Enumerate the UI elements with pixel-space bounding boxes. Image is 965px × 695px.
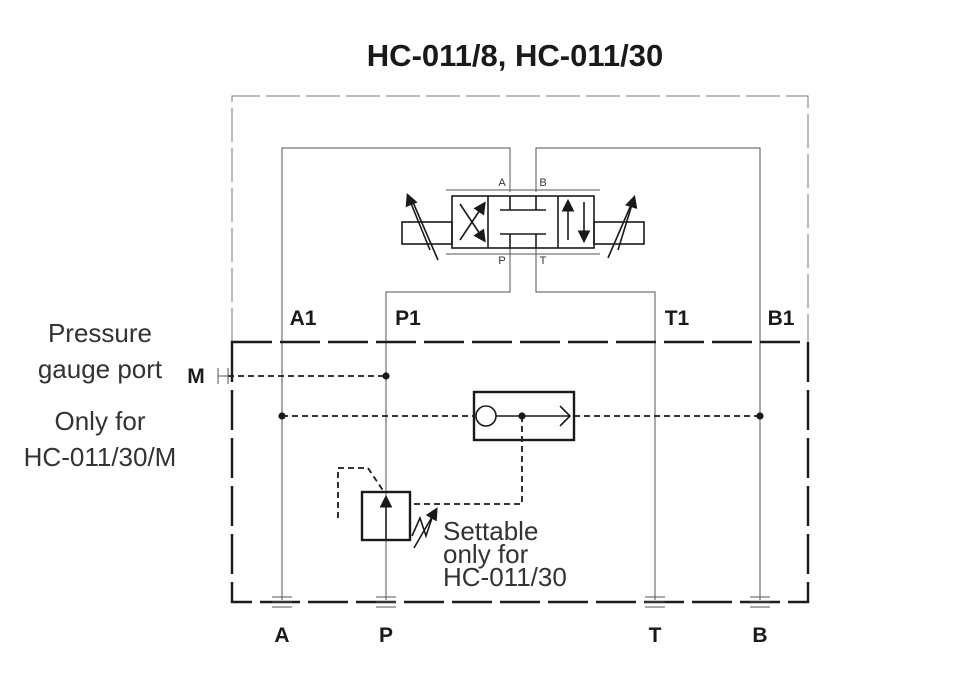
only-note-line1: Only for: [54, 406, 145, 436]
shuttle-valve: [472, 390, 576, 442]
gauge-note-line2: gauge port: [38, 354, 163, 384]
junction-dot-b1: [756, 412, 764, 420]
settable-note-line1: Settable: [443, 516, 538, 546]
gauge-note-line1: Pressure: [48, 318, 152, 348]
port-label-b: B: [752, 624, 767, 647]
junction-dot-p1: [382, 372, 390, 380]
port-label-t: T: [649, 624, 662, 647]
port-label-m: M: [187, 365, 205, 388]
adjust-spring-icon: [411, 515, 433, 539]
port-label-p1: P1: [395, 307, 421, 330]
valve-port-b: B: [539, 177, 546, 189]
only-note-line2: HC-011/30/M: [24, 442, 177, 472]
left-actuator-spring: [411, 199, 439, 261]
hydraulic-lines: [281, 147, 761, 600]
bottom-port-symbols: [272, 596, 770, 608]
settable-note-line2: only for: [443, 539, 529, 569]
directional-valve: A B P T: [401, 177, 645, 267]
diagram-title: HC-011/8, HC-011/30: [367, 38, 663, 73]
junction-dot-a1: [278, 412, 286, 420]
valve-port-a: A: [498, 177, 506, 189]
valve-port-p: P: [498, 255, 505, 267]
port-label-p: P: [379, 624, 393, 647]
settable-note-line3: HC-011/30: [443, 562, 567, 592]
valve-port-t: T: [540, 255, 547, 267]
port-label-a1: A1: [290, 307, 317, 330]
right-actuator-spring: [607, 197, 635, 259]
gauge-port-plug: [217, 368, 229, 384]
pressure-valve: [360, 490, 438, 549]
right-solenoid: [593, 221, 645, 245]
pilot-lines: [228, 375, 760, 518]
outer-envelope: [231, 95, 809, 342]
port-label-b1: B1: [768, 307, 795, 330]
main-block-boundary: [230, 340, 810, 604]
port-label-t1: T1: [665, 307, 690, 330]
port-label-a: A: [274, 624, 289, 647]
